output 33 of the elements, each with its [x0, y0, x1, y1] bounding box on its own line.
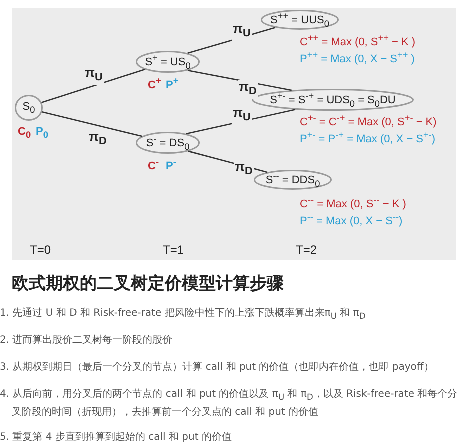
option-value-label: C$_{0}$ — [18, 126, 32, 140]
step-text: 3. 从期权到期日（最后一个分叉的节点）计算 call 和 put 的价值（也即内在价值，也即 payoff） — [0, 360, 435, 375]
tree-branch — [42, 69, 146, 104]
step-text: 4. 从后向前，用分叉后的两个节点的 call 和 put 的价值以及 π$_{U}$ 和 π$_{D}$，以及 Risk-free-rate 和每个分叉阶段的时间（折现用），去推算前一个分叉点的 call 和 put 的价值 — [0, 388, 459, 420]
heading: 欧式期权的二叉树定价模型计算步骤 — [12, 273, 284, 295]
step-text: 1. 先通过 U 和 D 和 Risk-free-rate 把风险中性下的上涨下跌概率算出来π$_{U}$ 和 π$_{D}$ — [0, 306, 367, 323]
stock-price-ellipse: S$^{--}$ = DDS$_{0}$ — [254, 170, 332, 190]
tree-branch — [188, 70, 292, 92]
option-value-label: C$^{-}$ — [148, 157, 160, 173]
tree-branch — [42, 112, 142, 138]
stock-price-ellipse: S$^{++}$ = UUS$_{0}$ — [261, 10, 339, 30]
option-value-label: P$^{+-}$ = P$^{-+}$ = Max (0, X − S$^{+-}$) — [300, 130, 436, 146]
time-label: T=2 — [296, 243, 318, 257]
option-value-label: C$^{--}$ = Max (0, S$^{--}$ − K ) — [300, 195, 406, 211]
option-value-label: C$^{++}$ = Max (0, S$^{++}$ − K ) — [300, 33, 416, 49]
time-label: T=1 — [163, 243, 184, 257]
probability-label: π$_{D}$ — [238, 80, 258, 99]
stock-price-ellipse: S$_{0}$ — [15, 95, 43, 121]
option-value-label: P$^{+}$ — [166, 76, 179, 92]
time-label: T=0 — [30, 243, 52, 257]
step-text: 5. 重复第 4 步直到推算到起始的 call 和 put 的价值 — [0, 430, 233, 445]
option-value-label: P$^{++}$ = Max (0, X − S$^{++}$ ) — [300, 50, 415, 66]
tree-branch — [186, 109, 296, 135]
step-text: 2. 进而算出股价二叉树每一阶段的股价 — [0, 334, 174, 348]
tree-branch — [188, 150, 268, 174]
option-value-label: C$^{+}$ — [148, 76, 162, 92]
option-value-label: P$^{-}$ — [166, 157, 176, 173]
option-value-label: P$^{--}$ = Max (0, X − S$^{--}$) — [300, 212, 403, 228]
stock-price-ellipse: S$^{+}$ = US$_{0}$ — [136, 51, 200, 73]
stock-price-ellipse: S$^{-}$ = DS$_{0}$ — [136, 132, 200, 154]
option-value-label: P$_{0}$ — [36, 126, 48, 140]
tree-branch — [188, 27, 276, 54]
option-value-label: C$^{+-}$ = C$^{-+}$ = Max (0, S$^{+-}$ − K) — [300, 113, 437, 129]
